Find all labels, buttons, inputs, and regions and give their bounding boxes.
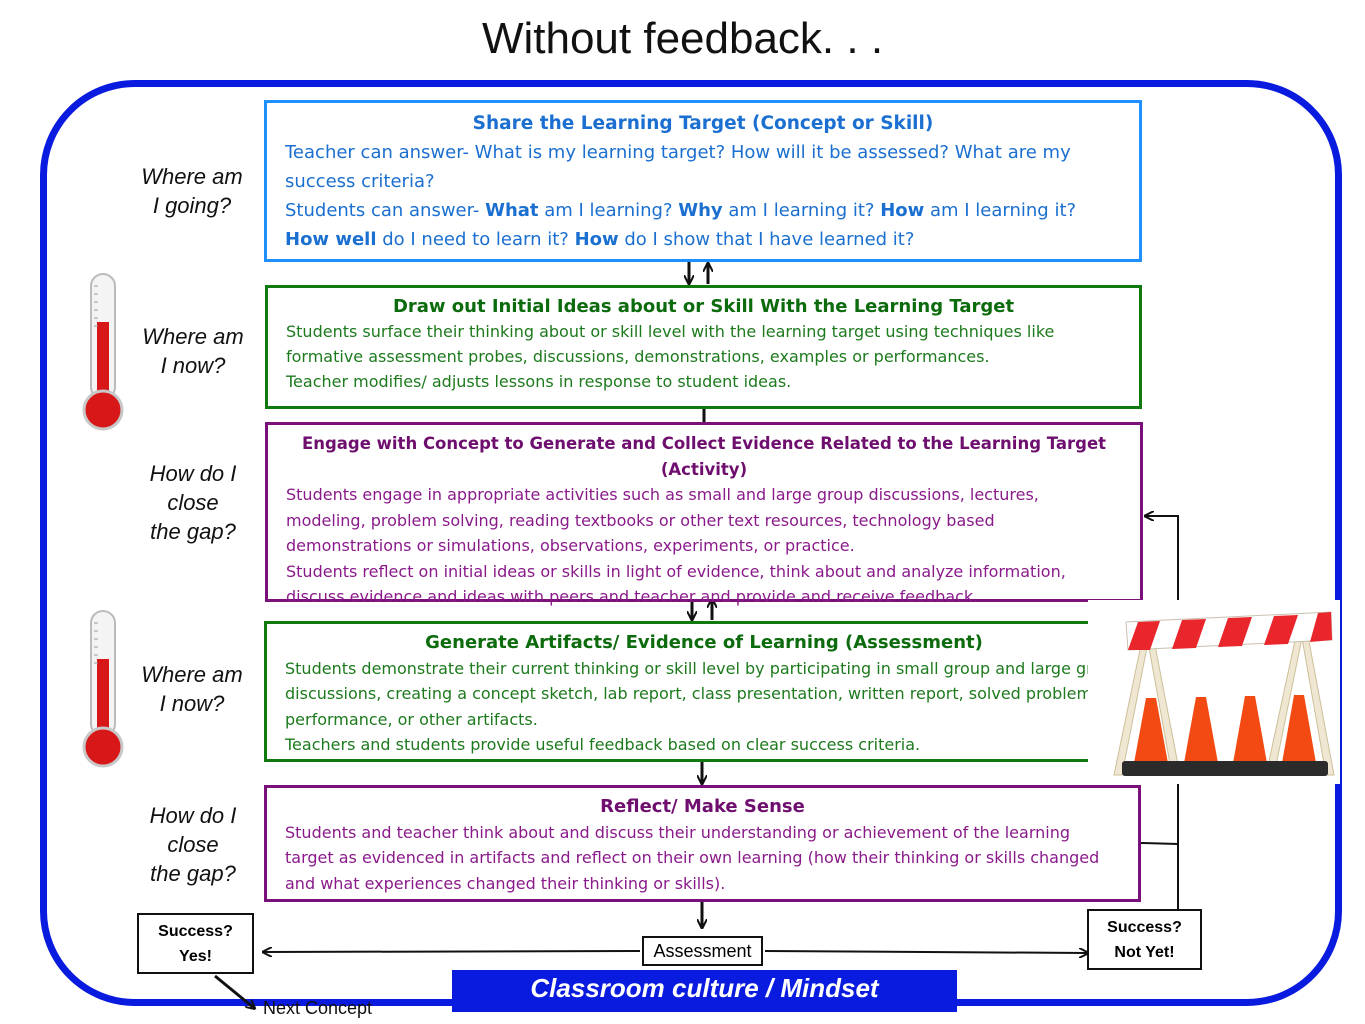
label-where-now-1: Where am I now?: [142, 324, 244, 378]
reflect-text: Students and teacher think about and dis…: [285, 822, 1100, 893]
success-yes-box: Success? Yes!: [137, 913, 254, 974]
next-concept-label: Next Concept: [263, 998, 373, 1018]
label-close-gap-2: How do I close the gap?: [149, 803, 237, 886]
thermometer-icon: [82, 610, 124, 768]
page-title: Without feedback. . .: [481, 14, 884, 63]
generate-title: Generate Artifacts/ Evidence of Learning…: [425, 632, 983, 653]
label-where-now-2: Where am I now?: [141, 662, 243, 716]
draw-out-text-1: Students surface their thinking about or…: [286, 322, 1055, 366]
roadblock-cones-icon: [1088, 600, 1340, 784]
engage-text-2: Students reflect on initial ideas or ski…: [286, 561, 1066, 607]
draw-out-ideas-box: Draw out Initial Ideas about or Skill Wi…: [265, 285, 1142, 409]
thermometer-icon: [82, 273, 124, 431]
engage-concept-box: Engage with Concept to Generate and Coll…: [265, 422, 1143, 606]
engage-text-1: Students engage in appropriate activitie…: [286, 485, 1039, 555]
generate-text-2: Teachers and students provide useful fee…: [285, 735, 921, 754]
draw-out-text-2: Teacher modifies/ adjusts lessons in res…: [286, 372, 792, 391]
share-target-title: Share the Learning Target (Concept or Sk…: [472, 113, 934, 134]
reflect-box: Reflect/ Make Sense Students and teacher…: [264, 785, 1141, 902]
draw-out-title: Draw out Initial Ideas about or Skill Wi…: [392, 296, 1015, 317]
assessment-box: Assessment: [642, 936, 763, 966]
share-target-box: Share the Learning Target (Concept or Sk…: [264, 100, 1142, 262]
success-not-yet-box: Success? Not Yet!: [1087, 909, 1202, 970]
generate-text-1: Students demonstrate their current think…: [285, 658, 1123, 729]
reflect-title: Reflect/ Make Sense: [600, 796, 805, 817]
label-close-gap-1: How do I close the gap?: [149, 461, 237, 544]
teacher-questions: Teacher can answer- What is my learning …: [285, 142, 1071, 192]
student-questions: Students can answer- What am I learning?…: [285, 200, 1077, 250]
generate-artifacts-box: Generate Artifacts/ Evidence of Learning…: [264, 621, 1144, 762]
label-where-going: Where am I going?: [141, 164, 243, 218]
engage-title: Engage with Concept to Generate and Coll…: [301, 434, 1107, 479]
classroom-culture-banner: Classroom culture / Mindset: [452, 970, 957, 1012]
